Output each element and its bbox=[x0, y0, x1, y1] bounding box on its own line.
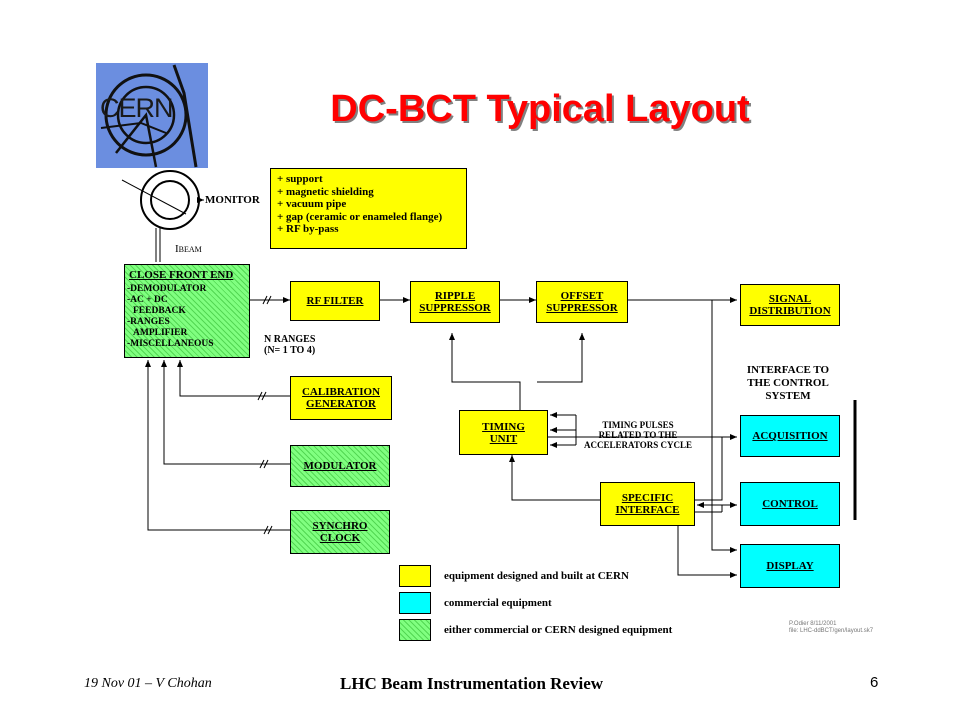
monitor-label: MONITOR bbox=[205, 194, 260, 206]
legend-swatch-either bbox=[399, 619, 431, 641]
acquisition-block: ACQUISITION bbox=[740, 415, 840, 457]
cfe-item: -AC + DC bbox=[127, 295, 168, 305]
specific-interface-block: SPECIFIC INTERFACE bbox=[600, 482, 695, 526]
file-stamp: P.Odier 8/11/2001 file: LHC-ddBCT/gen/la… bbox=[789, 621, 873, 635]
block-label: CLOCK bbox=[319, 532, 361, 544]
cfe-item: AMPLIFIER bbox=[133, 328, 188, 338]
timing-pulses-line: TIMING PULSES bbox=[602, 420, 674, 430]
block-label: RIPPLE bbox=[434, 290, 476, 302]
addon-item: + vacuum pipe bbox=[277, 198, 347, 210]
signal-distribution-block: SIGNAL DISTRIBUTION bbox=[740, 284, 840, 326]
interface-line: SYSTEM bbox=[765, 390, 811, 402]
modulator-block: MODULATOR bbox=[290, 445, 390, 487]
block-label: SUPPRESSOR bbox=[419, 302, 491, 314]
block-label: SPECIFIC bbox=[621, 492, 674, 504]
cern-logo: CERN bbox=[96, 63, 208, 168]
cfe-item: -MISCELLANEOUS bbox=[127, 339, 214, 349]
addon-item: + gap (ceramic or enameled flange) bbox=[277, 210, 443, 223]
legend-swatch-cern bbox=[399, 565, 431, 587]
logo-text: CERN bbox=[100, 93, 174, 123]
timing-pulses-line: ACCELERATORS CYCLE bbox=[584, 440, 692, 450]
footer-page-number: 6 bbox=[870, 674, 879, 691]
block-label: TIMING bbox=[482, 420, 525, 433]
footer-center: LHC Beam Instrumentation Review bbox=[340, 674, 604, 693]
addon-item: + RF by-pass bbox=[277, 223, 339, 235]
control-block: CONTROL bbox=[740, 482, 840, 526]
n-ranges-note: N RANGES (N= 1 TO 4) bbox=[264, 334, 315, 356]
block-label: RF FILTER bbox=[306, 295, 364, 307]
addon-item: + support bbox=[277, 173, 323, 185]
interface-label: INTERFACE TO THE CONTROL SYSTEM bbox=[738, 364, 838, 403]
cfe-item: FEEDBACK bbox=[133, 306, 186, 316]
block-label: OFFSET bbox=[560, 290, 604, 302]
interface-line: THE CONTROL bbox=[747, 377, 829, 389]
footer-date-author: 19 Nov 01 – V Chohan bbox=[84, 676, 212, 691]
block-label: GENERATOR bbox=[306, 398, 376, 410]
timing-unit-block: TIMING UNIT bbox=[459, 410, 548, 455]
n-ranges-range: (N= 1 TO 4) bbox=[264, 345, 316, 356]
block-label: DISPLAY bbox=[766, 560, 814, 572]
block-label: MODULATOR bbox=[303, 460, 377, 472]
block-label: ACQUISITION bbox=[752, 430, 828, 442]
block-label: INTERFACE bbox=[615, 504, 680, 516]
block-label: SIGNAL bbox=[768, 293, 812, 305]
synchro-clock-block: SYNCHRO CLOCK bbox=[290, 510, 390, 554]
display-block: DISPLAY bbox=[740, 544, 840, 588]
stamp-line: P.Odier 8/11/2001 bbox=[789, 621, 837, 627]
timing-pulses-line: RELATED TO THE bbox=[598, 430, 678, 440]
legend-label: commercial equipment bbox=[444, 597, 552, 609]
legend-label: equipment designed and built at CERN bbox=[444, 570, 629, 582]
close-front-end-title: CLOSE FRONT END bbox=[129, 269, 234, 281]
stamp-line: file: LHC-ddBCT/gen/layout.sk7 bbox=[789, 628, 874, 634]
cfe-item: -RANGES bbox=[127, 317, 170, 327]
page-title: DC-BCT Typical Layout bbox=[330, 88, 750, 130]
block-label: CALIBRATION bbox=[301, 386, 381, 398]
ripple-suppressor-block: RIPPLE SUPPRESSOR bbox=[410, 281, 500, 323]
offset-suppressor-block: OFFSET SUPPRESSOR bbox=[536, 281, 628, 323]
monitor-addons-box: + support + magnetic shielding + vacuum … bbox=[270, 168, 467, 249]
legend-label: either commercial or CERN designed equip… bbox=[444, 624, 673, 636]
close-front-end-block: CLOSE FRONT END -DEMODULATOR -AC + DC FE… bbox=[124, 264, 250, 358]
block-label: DISTRIBUTION bbox=[749, 305, 831, 317]
cfe-item: -DEMODULATOR bbox=[127, 284, 207, 294]
beam-current-label: IBEAM bbox=[175, 244, 202, 255]
n-ranges-line: N RANGES bbox=[264, 334, 316, 345]
legend-swatch-commercial bbox=[399, 592, 431, 614]
timing-pulses-note: TIMING PULSES RELATED TO THE ACCELERATOR… bbox=[582, 420, 694, 450]
block-label: CONTROL bbox=[762, 498, 818, 510]
cern-logo-graphic bbox=[100, 64, 198, 168]
rf-filter-block: RF FILTER bbox=[290, 281, 380, 321]
addon-item: + magnetic shielding bbox=[277, 185, 374, 198]
beam-current-subscript: BEAM bbox=[178, 245, 202, 254]
interface-line: INTERFACE TO bbox=[746, 364, 830, 376]
calibration-generator-block: CALIBRATION GENERATOR bbox=[290, 376, 392, 420]
beam-current-symbol: I bbox=[175, 243, 179, 255]
block-label: SYNCHRO bbox=[312, 520, 368, 532]
block-label: UNIT bbox=[489, 432, 518, 445]
block-label: SUPPRESSOR bbox=[546, 302, 618, 314]
